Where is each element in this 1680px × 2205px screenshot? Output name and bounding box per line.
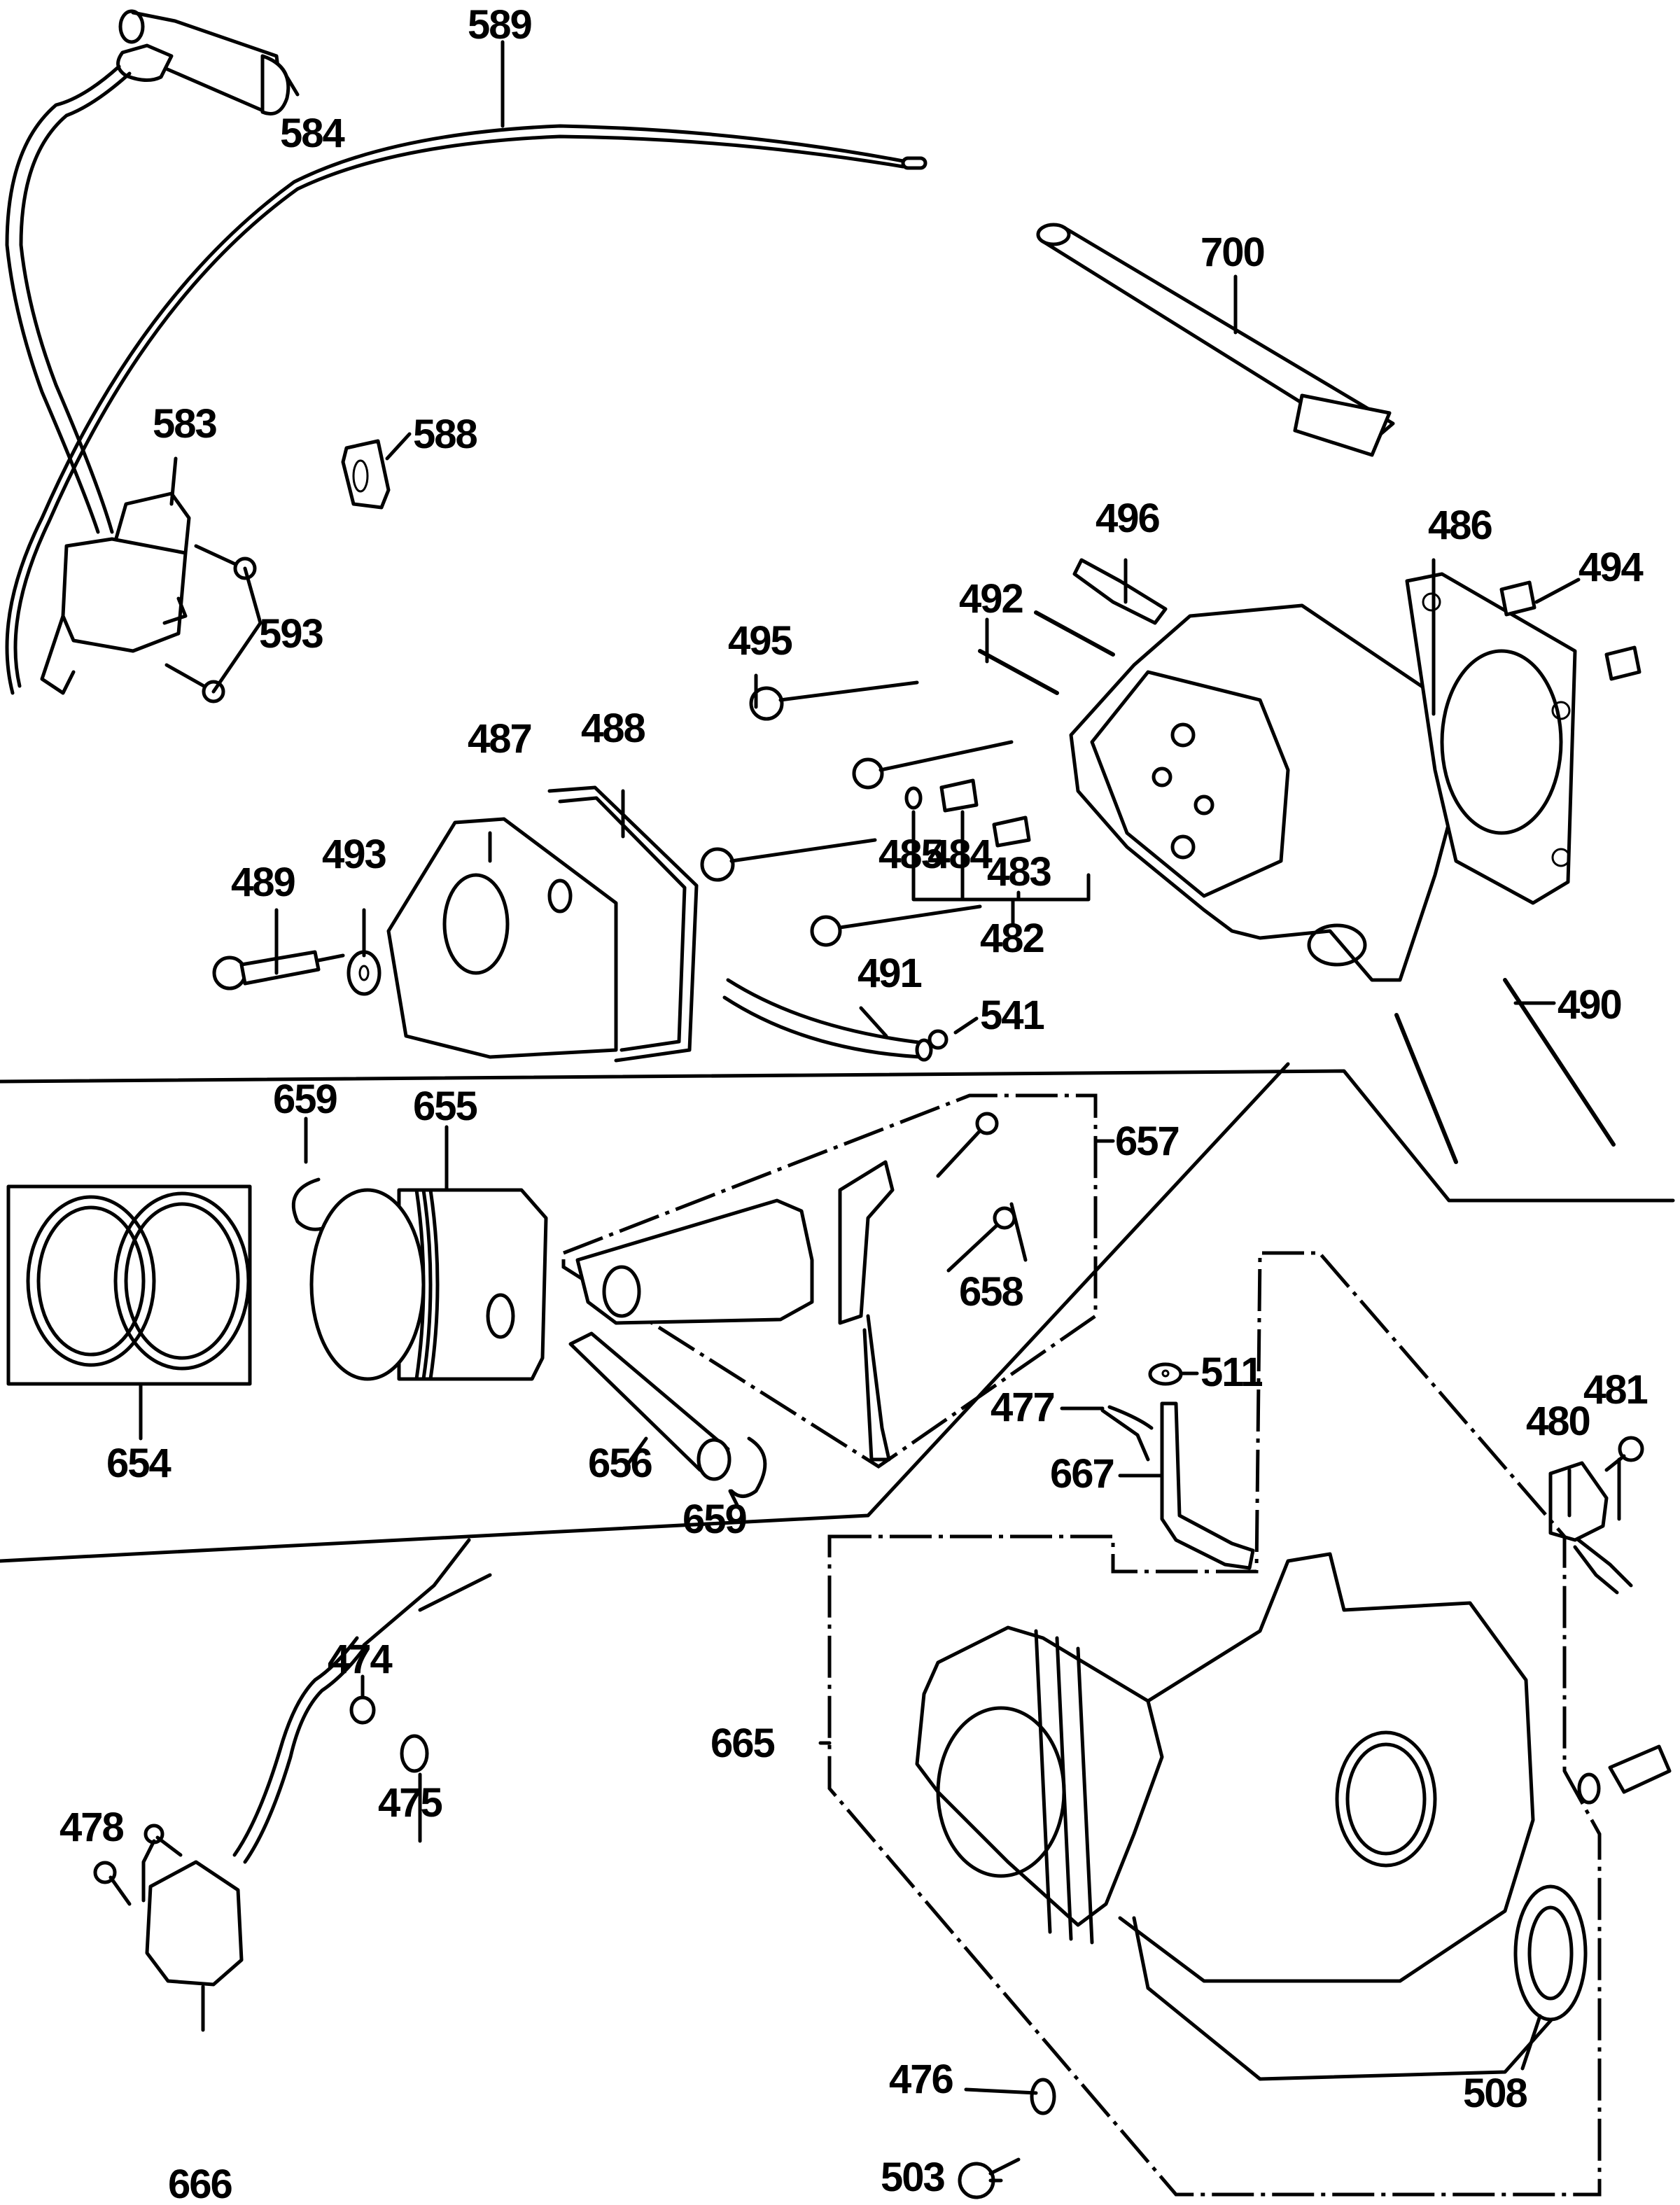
label-496: 496 [1096, 496, 1160, 541]
label-656: 656 [588, 1441, 652, 1486]
clip-477[interactable] [1100, 1405, 1154, 1462]
label-485: 485 [878, 832, 943, 877]
label-495: 495 [728, 618, 792, 664]
label-583: 583 [153, 401, 217, 447]
washer-476[interactable] [1030, 2078, 1056, 2115]
label-494: 494 [1578, 545, 1644, 590]
section-divider-upper [0, 1069, 1675, 1203]
drain-plug-right[interactable] [1577, 1744, 1672, 1805]
oil-seal-508[interactable] [1513, 1884, 1588, 2022]
bolts-593[interactable] [164, 544, 257, 704]
clip-541[interactable] [927, 1029, 948, 1050]
label-493: 493 [322, 832, 386, 877]
crankcase-665[interactable] [915, 1552, 1563, 2081]
bolt-489[interactable] [212, 950, 345, 990]
label-593: 593 [259, 611, 323, 657]
label-475: 475 [378, 1780, 442, 1826]
label-659-lower: 659 [682, 1497, 747, 1542]
head-gasket-486[interactable] [1405, 572, 1577, 905]
sensor-480[interactable] [1548, 1461, 1633, 1595]
bolt-503[interactable] [958, 2157, 1021, 2199]
label-588: 588 [413, 412, 477, 457]
leader-lines [139, 40, 1621, 2183]
label-474: 474 [328, 1637, 393, 1682]
label-482: 482 [980, 916, 1044, 961]
dowel-pins-494[interactable] [1499, 580, 1642, 681]
section-divider-lower [0, 1062, 1290, 1563]
label-541: 541 [980, 993, 1044, 1038]
circlip-659-upper[interactable] [291, 1177, 324, 1231]
cylinder-head[interactable] [1069, 603, 1465, 982]
label-483: 483 [987, 849, 1051, 895]
label-492: 492 [959, 576, 1023, 622]
label-667: 667 [1050, 1451, 1114, 1497]
label-481: 481 [1583, 1367, 1648, 1413]
studs-490[interactable] [1394, 978, 1616, 1164]
studs-492[interactable] [978, 610, 1115, 695]
label-511: 511 [1200, 1350, 1262, 1395]
label-480: 480 [1526, 1399, 1590, 1444]
washer-474[interactable] [349, 1695, 376, 1725]
label-655: 655 [413, 1084, 477, 1129]
piston-rings-654[interactable] [6, 1184, 252, 1386]
spark-plug-cap-584[interactable] [116, 9, 290, 115]
washer-493[interactable] [346, 950, 382, 996]
label-477: 477 [990, 1385, 1054, 1430]
label-665: 665 [710, 1721, 775, 1766]
piston-655[interactable] [309, 1188, 548, 1381]
crankcase-665-outline [827, 1251, 1602, 2197]
grommet-588[interactable] [341, 439, 391, 510]
head-cover-487[interactable] [386, 817, 618, 1059]
guide-484[interactable] [939, 778, 979, 813]
stop-switch-lead-589[interactable] [5, 124, 927, 695]
screw-481[interactable] [1604, 1436, 1644, 1472]
tool-700[interactable] [1036, 223, 1395, 457]
piston-pin-656[interactable] [568, 1331, 732, 1481]
label-666: 666 [168, 2162, 232, 2205]
label-508: 508 [1463, 2071, 1527, 2116]
spark-plug-496[interactable] [1072, 558, 1168, 625]
label-654: 654 [106, 1441, 172, 1486]
rod-bolts-658[interactable] [936, 1112, 1016, 1273]
label-486: 486 [1428, 503, 1492, 548]
callout-labels: 589 584 583 588 593 700 496 486 494 492 … [59, 2, 1649, 2205]
ignition-coil-583[interactable] [40, 491, 191, 695]
connecting-rod-657[interactable] [575, 1160, 895, 1462]
label-700: 700 [1200, 230, 1264, 275]
label-489: 489 [231, 860, 295, 905]
label-658: 658 [959, 1269, 1023, 1315]
oil-level-switch-666[interactable] [145, 1538, 492, 1987]
label-478: 478 [59, 1805, 124, 1850]
circlip-659-lower[interactable] [729, 1436, 767, 1498]
connecting-rod-657-outline [561, 1093, 1098, 1469]
nut-475[interactable] [400, 1734, 429, 1773]
governor-arm-667[interactable] [1160, 1401, 1255, 1570]
label-487: 487 [468, 716, 531, 762]
label-657: 657 [1115, 1119, 1179, 1164]
label-659-upper: 659 [273, 1077, 337, 1122]
guide-483[interactable] [992, 816, 1031, 848]
label-589: 589 [468, 2, 532, 48]
washer-511[interactable] [1148, 1362, 1183, 1386]
breather-tube-491[interactable] [722, 978, 933, 1062]
bolts-495[interactable] [700, 680, 1014, 947]
label-584: 584 [280, 111, 345, 156]
head-cover-gasket-488[interactable] [547, 785, 699, 1063]
label-503: 503 [881, 2155, 945, 2200]
label-476: 476 [889, 2057, 953, 2102]
collet-485[interactable] [904, 786, 923, 810]
label-484: 484 [927, 832, 993, 877]
label-490: 490 [1558, 982, 1621, 1028]
label-488: 488 [581, 706, 645, 751]
label-491: 491 [858, 951, 922, 996]
